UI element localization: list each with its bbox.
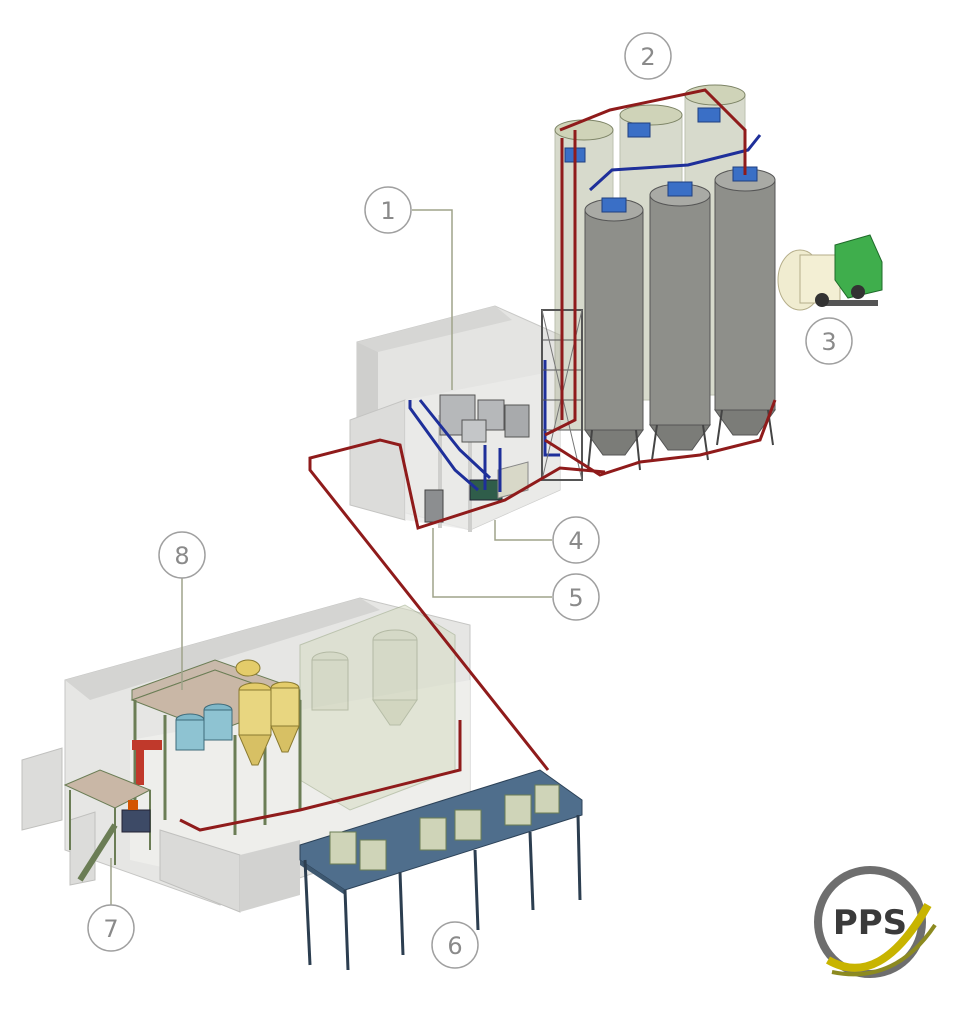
callout-6: 6 (431, 921, 479, 969)
svg-text:4: 4 (568, 527, 583, 555)
dosing-building (349, 305, 561, 532)
tanker-truck (777, 234, 883, 311)
dosing-equipment (424, 394, 530, 523)
callout-2: 2 (624, 32, 672, 80)
callout-7: 7 (87, 904, 135, 952)
vessel-yellow (235, 659, 300, 766)
red-conveying-pipe (179, 88, 777, 832)
ghost-mixing-structure (299, 604, 456, 811)
svg-text:7: 7 (103, 915, 118, 943)
mixing-mezzanine (130, 659, 302, 835)
svg-text:2: 2 (640, 43, 655, 71)
svg-text:8: 8 (174, 542, 189, 570)
front-silo-right (714, 166, 776, 436)
callout-1: 1 (364, 186, 412, 234)
leader-lines (110, 209, 552, 905)
svg-text:3: 3 (821, 328, 836, 356)
deck-vessels (329, 784, 560, 871)
callout-4: 4 (552, 516, 600, 564)
leader-5 (432, 528, 552, 598)
callout-8: 8 (158, 531, 206, 579)
leader-1 (412, 209, 453, 390)
svg-text:1: 1 (380, 197, 395, 225)
svg-text:5: 5 (568, 584, 583, 612)
blue-pipes-dosing (408, 360, 560, 492)
front-silo-middle (649, 181, 711, 451)
packing-platform (63, 769, 152, 882)
pps-logo: PPS (814, 866, 937, 978)
blue-deck-platform (299, 769, 583, 971)
callout-5: 5 (552, 573, 600, 621)
leader-4 (494, 520, 552, 541)
svg-text:PPS: PPS (833, 903, 907, 943)
svg-text:6: 6 (447, 932, 462, 960)
silo-group (541, 84, 776, 481)
vessel-blue (175, 703, 233, 751)
front-silo-left (584, 197, 644, 456)
callout-3: 3 (805, 317, 853, 365)
